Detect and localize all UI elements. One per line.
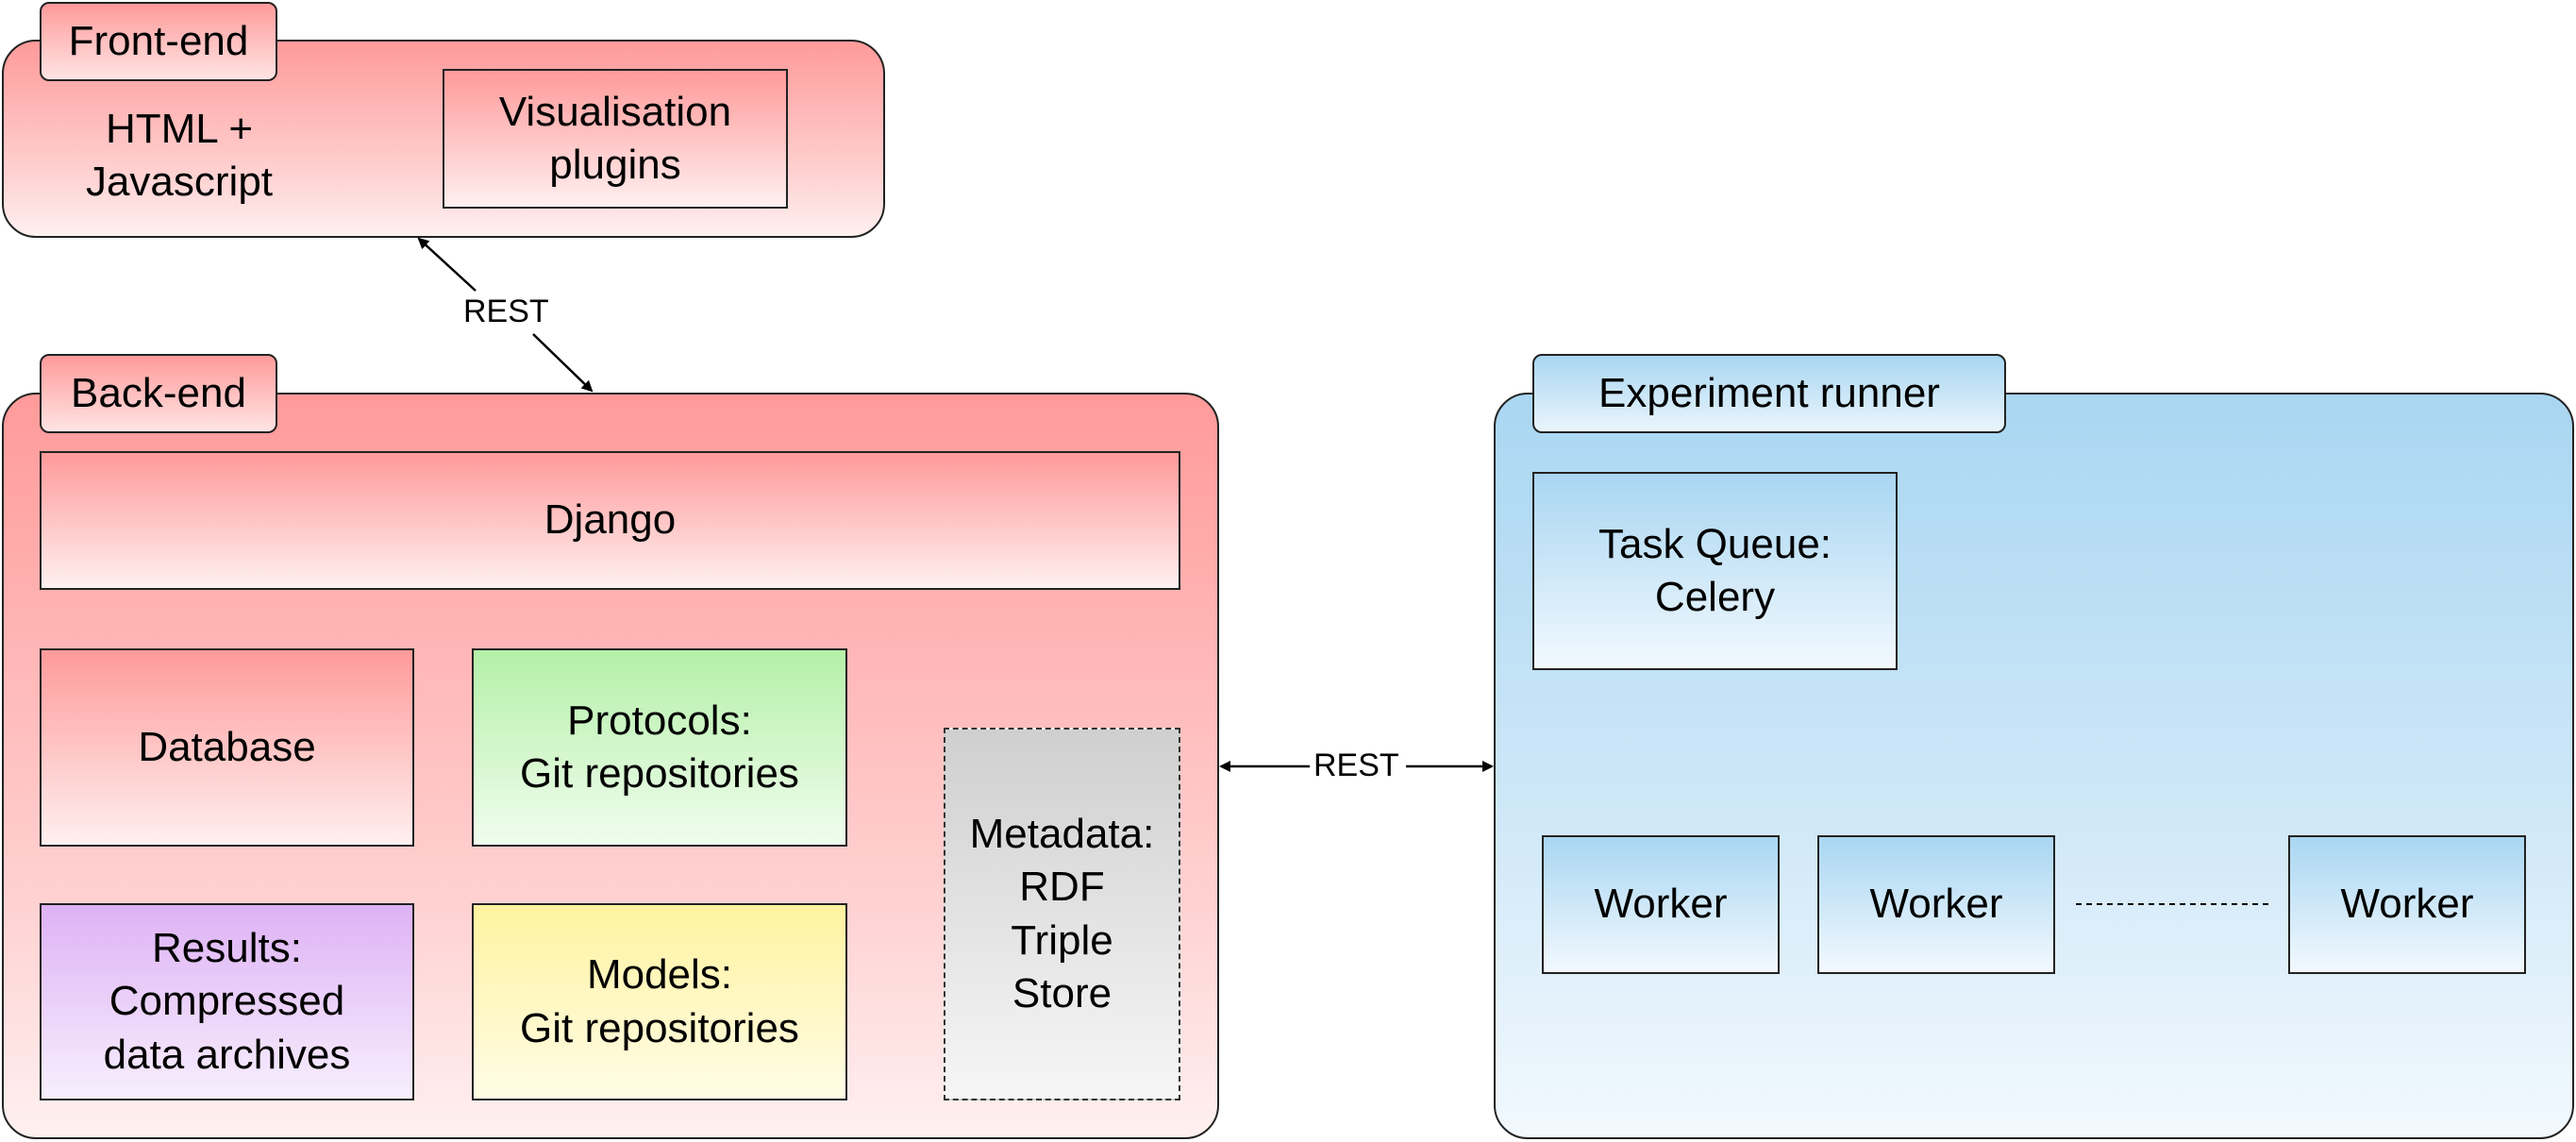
worker-box-3: Worker bbox=[2288, 835, 2526, 974]
frontend-backend-rest-label: REST bbox=[460, 295, 553, 327]
results-line2: Compressed bbox=[109, 978, 345, 1025]
worker-box-2: Worker bbox=[1817, 835, 2055, 974]
protocols-line1: Protocols: bbox=[567, 697, 752, 744]
protocols-box: Protocols: Git repositories bbox=[472, 648, 847, 847]
frontend-backend-arrow-lower bbox=[532, 333, 594, 393]
worker-label-1: Worker bbox=[1594, 881, 1728, 928]
metadata-line4: Store bbox=[1012, 969, 1112, 1016]
metadata-box: Metadata: RDF Triple Store bbox=[944, 728, 1180, 1100]
html-javascript-line1: HTML + bbox=[105, 105, 254, 152]
models-line2: Git repositories bbox=[520, 1004, 799, 1051]
results-line3: data archives bbox=[103, 1031, 351, 1078]
visualisation-plugins-box: Visualisation plugins bbox=[443, 69, 788, 209]
metadata-line2: RDF bbox=[1019, 864, 1105, 911]
html-javascript-label: HTML + Javascript bbox=[57, 94, 302, 217]
database-label: Database bbox=[138, 723, 316, 770]
experiment-runner-tab-label: Experiment runner bbox=[1598, 370, 1940, 416]
frontend-backend-rest-text: REST bbox=[463, 294, 549, 329]
results-box: Results: Compressed data archives bbox=[40, 903, 414, 1100]
worker-box-1: Worker bbox=[1542, 835, 1780, 974]
metadata-line1: Metadata: bbox=[969, 810, 1155, 857]
task-queue-box: Task Queue: Celery bbox=[1532, 472, 1898, 670]
worker-label-2: Worker bbox=[1869, 881, 2003, 928]
task-queue-line1: Task Queue: bbox=[1597, 520, 1832, 567]
backend-runner-rest-label: REST bbox=[1310, 749, 1403, 781]
visualisation-plugins-line1: Visualisation bbox=[498, 88, 732, 135]
worker-label-3: Worker bbox=[2340, 881, 2474, 928]
frontend-backend-arrow-upper bbox=[417, 237, 477, 292]
experiment-runner-tab: Experiment runner bbox=[1532, 354, 2006, 433]
database-box: Database bbox=[40, 648, 414, 847]
frontend-tab-label: Front-end bbox=[68, 18, 249, 64]
metadata-line3: Triple bbox=[1011, 916, 1113, 964]
task-queue-line2: Celery bbox=[1654, 574, 1776, 620]
results-line1: Results: bbox=[152, 925, 302, 972]
html-javascript-line2: Javascript bbox=[85, 159, 274, 205]
django-box: Django bbox=[40, 451, 1180, 590]
backend-tab-label: Back-end bbox=[71, 370, 246, 416]
visualisation-plugins-line2: plugins bbox=[549, 142, 681, 188]
protocols-line2: Git repositories bbox=[520, 750, 799, 797]
backend-runner-rest-text: REST bbox=[1313, 747, 1399, 783]
frontend-tab: Front-end bbox=[40, 2, 277, 81]
django-label: Django bbox=[544, 496, 677, 544]
models-box: Models: Git repositories bbox=[472, 903, 847, 1100]
models-line1: Models: bbox=[586, 951, 733, 999]
backend-tab: Back-end bbox=[40, 354, 277, 433]
